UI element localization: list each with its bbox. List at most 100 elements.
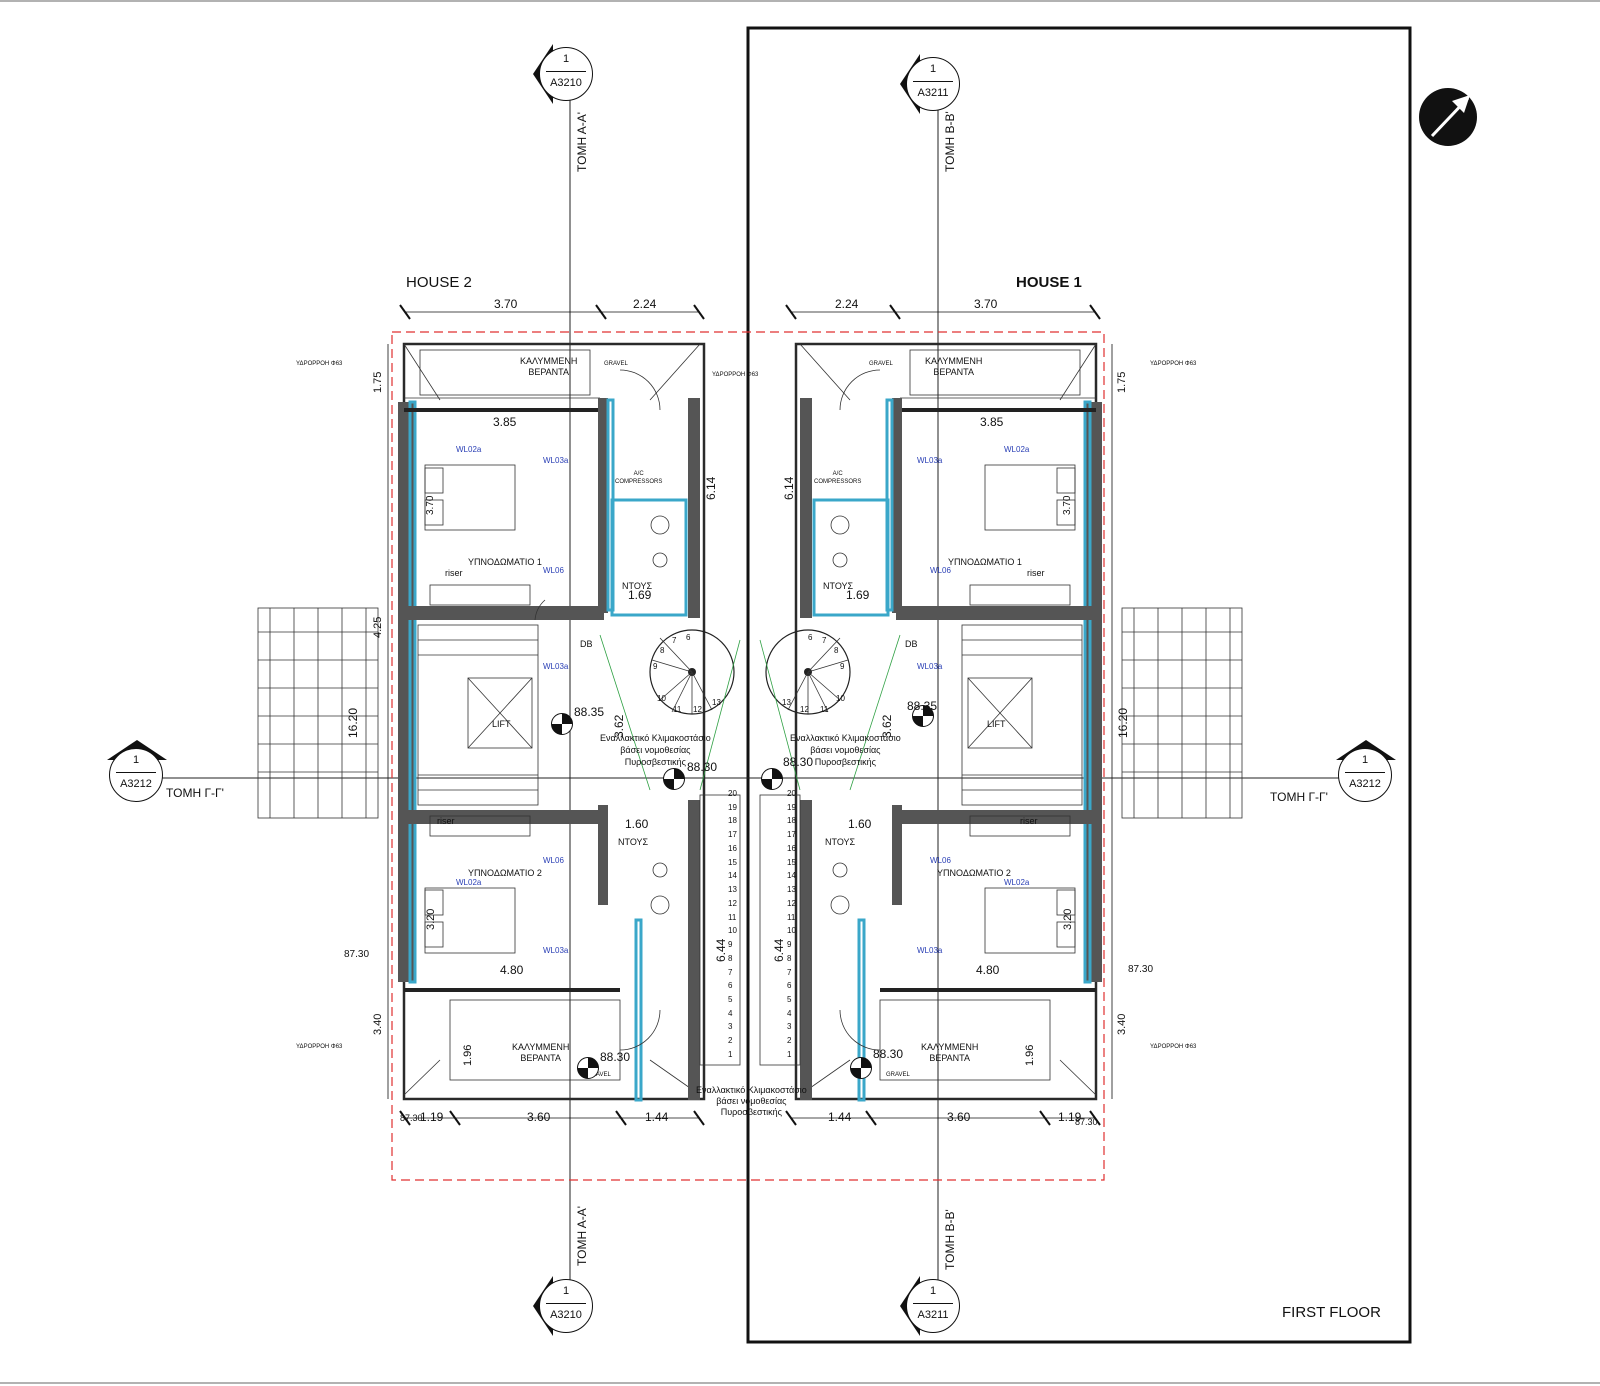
spiral-step: 11	[673, 705, 682, 714]
marker-num: 1	[562, 53, 570, 65]
veranda-l1: ΚΑΛΥΜΜΕΝΗ	[520, 356, 578, 366]
ac-label-h2: A/C COMPRESSORS	[615, 470, 662, 486]
spiral-step: 10	[836, 694, 845, 703]
dim-3-40-h1: 3.40	[1116, 1013, 1128, 1035]
shower2-label-h2: ΝΤΟΥΣ	[618, 837, 649, 847]
section-label-a-top: ΤΟΜΗ Α-Α'	[575, 111, 589, 172]
stair-step: 10	[787, 926, 796, 936]
stair-step: 9	[728, 940, 733, 950]
wl02a-tag-h1: WL02a	[1004, 445, 1030, 454]
spiral-step: 7	[672, 636, 677, 645]
wl02a-tag-h2: WL02a	[456, 445, 482, 454]
stair-step: 8	[787, 953, 792, 963]
wl02a-tag-2-h1: WL02a	[1004, 878, 1030, 887]
veranda-bottom-label-h2: ΚΑΛΥΜΜΕΝΗ ΒΕΡΑΝΤΑ	[512, 1042, 569, 1064]
dim-6-44-h2: 6.44	[714, 938, 728, 962]
marker-num: 1	[1361, 754, 1369, 766]
stair-step: 13	[787, 885, 796, 895]
section-label-b-top: ΤΟΜΗ Β-Β'	[943, 111, 957, 172]
stair-numbers-right: 1 2 3 4 5 6 7 8 9 10 11 12 13 14 15 16 1…	[787, 789, 801, 1059]
drain-label-h2-top: ΥΔΡΟΡΡΟΗ Φ63	[296, 361, 343, 367]
level-symbol-88-35-h1	[912, 705, 934, 727]
section-label-c-left: ΤΟΜΗ Γ-Γ'	[166, 786, 224, 800]
dim-4-80-h2: 4.80	[500, 963, 524, 977]
wl03a-tag-h1: WL03a	[917, 456, 943, 465]
stair-step: 17	[787, 830, 796, 840]
drain-label-mid: ΥΔΡΟΡΡΟΗ Φ63	[712, 372, 759, 378]
stair-step: 3	[787, 1022, 792, 1032]
section-label-b-bottom: ΤΟΜΗ Β-Β'	[943, 1209, 957, 1270]
veranda-l1: ΚΑΛΥΜΜΕΝΗ	[512, 1042, 570, 1052]
alt-stair-l3: Πυροσβεστικής	[814, 757, 876, 767]
level-symbol-88-30-bot-h1	[850, 1057, 872, 1079]
stair-step: 4	[787, 1008, 792, 1018]
bedroom2-label-h2: ΥΠΝΟΔΩΜΑΤΙΟ 2	[468, 868, 542, 878]
level-symbol-88-30-h2	[663, 768, 685, 790]
wl06-tag-h2: WL06	[543, 566, 564, 575]
veranda-l2: ΒΕΡΑΝΤΑ	[929, 1053, 971, 1063]
alt-stair-l2: βάσει νομοθεσίας	[716, 1096, 787, 1106]
stair-step: 14	[728, 871, 737, 881]
level-symbol-88-35-h2	[551, 713, 573, 735]
veranda-bottom-label-h1: ΚΑΛΥΜΜΕΝΗ ΒΕΡΑΝΤΑ	[921, 1042, 978, 1064]
level-88-30-mid-h1: 88.30	[783, 755, 814, 769]
marker-num: 1	[929, 1285, 937, 1297]
dim-bot-1-19-h1: 1.19	[1058, 1110, 1082, 1124]
level-87-30-right: 87.30	[1128, 964, 1154, 975]
dim-top-3-70-h2: 3.70	[494, 297, 518, 311]
stair-numbers-left: 1 2 3 4 5 6 7 8 9 10 11 12 13 14 15 16 1…	[728, 789, 742, 1059]
house2-plan	[257, 342, 741, 1102]
house1-plan	[759, 342, 1243, 1102]
lift-label-h1: LIFT	[987, 719, 1006, 729]
stair-step: 7	[787, 967, 792, 977]
section-marker-b-top[interactable]: 1 A3211	[900, 54, 964, 114]
house1-title: HOUSE 1	[1016, 274, 1082, 291]
dim-top-3-70-h1: 3.70	[974, 297, 998, 311]
level-87-30-bl: 87.30	[400, 1113, 423, 1123]
wl03a-tag-mid-h1: WL03a	[917, 662, 943, 671]
veranda-top-label-h1: ΚΑΛΥΜΜΕΝΗ ΒΕΡΑΝΤΑ	[925, 356, 982, 378]
db-label-h1: DB	[905, 639, 918, 649]
ac-l2: COMPRESSORS	[615, 479, 663, 485]
section-marker-b-bottom[interactable]: 1 A3211	[900, 1276, 964, 1336]
stair-step: 9	[787, 940, 792, 950]
dim-3-20-bed-h1: 3.20	[1062, 908, 1074, 930]
house1-frame	[746, 26, 1412, 1344]
spiral-step: 9	[653, 662, 658, 671]
stair-step: 20	[787, 789, 796, 798]
dim-3-40-h2: 3.40	[372, 1013, 384, 1035]
section-marker-c-right[interactable]: 1 A3212	[1332, 740, 1398, 806]
veranda-l1: ΚΑΛΥΜΜΕΝΗ	[925, 356, 983, 366]
stair-step: 11	[728, 912, 737, 922]
dim-6-44-h1: 6.44	[772, 938, 786, 962]
level-88-30-bot-h2: 88.30	[600, 1050, 631, 1064]
stair-step: 12	[787, 898, 796, 908]
stair-step: 12	[728, 898, 737, 908]
stair-step: 5	[787, 995, 792, 1005]
shower1-label-h2: ΝΤΟΥΣ	[622, 581, 653, 591]
section-label-a-bottom: ΤΟΜΗ Α-Α'	[575, 1205, 589, 1266]
marker-num: 1	[929, 63, 937, 75]
section-marker-a-bottom[interactable]: 1 A3210	[533, 1276, 597, 1336]
dim-1-60-h2: 1.60	[625, 817, 649, 831]
level-88-30-bot-h1: 88.30	[873, 1047, 904, 1061]
stair-step: 15	[728, 857, 737, 867]
marker-ref: A3210	[550, 77, 582, 89]
alt-stair-l1: Εναλλακτικό Κλιμακοστάσιο	[696, 1085, 807, 1095]
stair-step: 3	[728, 1022, 733, 1032]
alt-stair-label-h1: Εναλλακτικό Κλιμακοστάσιο βάσει νομοθεσί…	[790, 732, 901, 768]
riser1-label-h1: riser	[1027, 568, 1045, 578]
section-marker-a-top[interactable]: 1 A3210	[533, 44, 597, 104]
gravel-top-label-h2: GRAVEL	[604, 361, 628, 367]
stair-step: 8	[728, 953, 733, 963]
level-88-35-h1: 88.35	[907, 699, 938, 713]
stair-step: 10	[728, 926, 737, 936]
dim-4-80-h1: 4.80	[976, 963, 1000, 977]
dim-top-2-24-h2: 2.24	[633, 297, 657, 311]
spiral-step: 8	[660, 646, 665, 655]
spiral-step: 6	[808, 633, 813, 642]
veranda-l2: ΒΕΡΑΝΤΑ	[528, 367, 570, 377]
stair-step: 19	[787, 802, 796, 812]
section-marker-c-left[interactable]: 1 A3212	[103, 740, 169, 806]
